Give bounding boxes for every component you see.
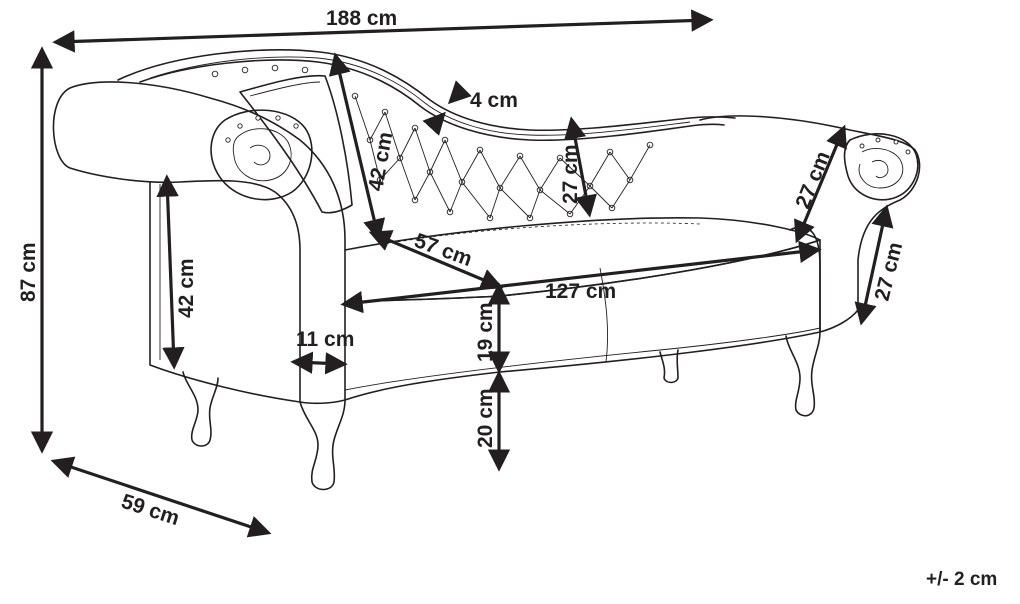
dimension-labels: 188 cm 87 cm 59 cm 42 cm 4 cm 27 cm 27 c…: [17, 7, 997, 590]
arrow-total-depth: [50, 456, 272, 538]
arrow-armrest-left: [156, 174, 185, 370]
backrest-inner-edge: [139, 59, 725, 142]
label-armrest-width: 11 cm: [296, 328, 354, 351]
label-armrest-left: 42 cm: [175, 258, 198, 318]
label-seat-width: 127 cm: [545, 280, 616, 303]
arrow-armrest-right-lower: [854, 204, 894, 326]
label-total-length: 188 cm: [326, 7, 397, 30]
label-leg-height: 20 cm: [474, 388, 497, 448]
label-armrest-right: 27 cm: [791, 148, 835, 212]
leg-front-right: [785, 331, 821, 417]
label-total-height: 87 cm: [17, 242, 40, 302]
left-armrest-scroll-inner: [232, 128, 292, 182]
tufting-lines: [354, 95, 651, 219]
leg-back-right: [659, 349, 679, 384]
left-armrest-outline: [52, 81, 346, 405]
arrow-backrest-thickness-bottom: [422, 111, 446, 136]
backrest-piping: [149, 56, 691, 136]
arrow-seat-width: [340, 240, 822, 314]
arrow-armrest-right: [794, 124, 847, 244]
pillow: [239, 74, 353, 214]
label-backrest-low: 27 cm: [559, 144, 582, 204]
tolerance-note: +/- 2 cm: [926, 569, 997, 590]
leg-front-left: [299, 399, 346, 491]
left-armrest-scroll: [210, 109, 313, 201]
left-arm-front: [149, 181, 301, 403]
arrow-backrest-thickness-top: [447, 80, 472, 105]
label-seat-thickness: 19 cm: [474, 302, 497, 362]
backrest-outline: [117, 49, 736, 132]
arrow-backrest-height: [328, 52, 386, 242]
label-total-depth: 59 cm: [118, 490, 182, 530]
arrow-backrest-low: [564, 116, 597, 218]
seat-front: [344, 239, 821, 401]
label-backrest-thickness: 4 cm: [470, 89, 518, 112]
leg-back-left: [182, 371, 219, 447]
dimension-arrows: [30, 9, 894, 538]
arrow-armrest-width: [290, 351, 348, 375]
arrow-total-length: [52, 9, 714, 53]
label-seat-depth: 57 cm: [411, 229, 475, 271]
